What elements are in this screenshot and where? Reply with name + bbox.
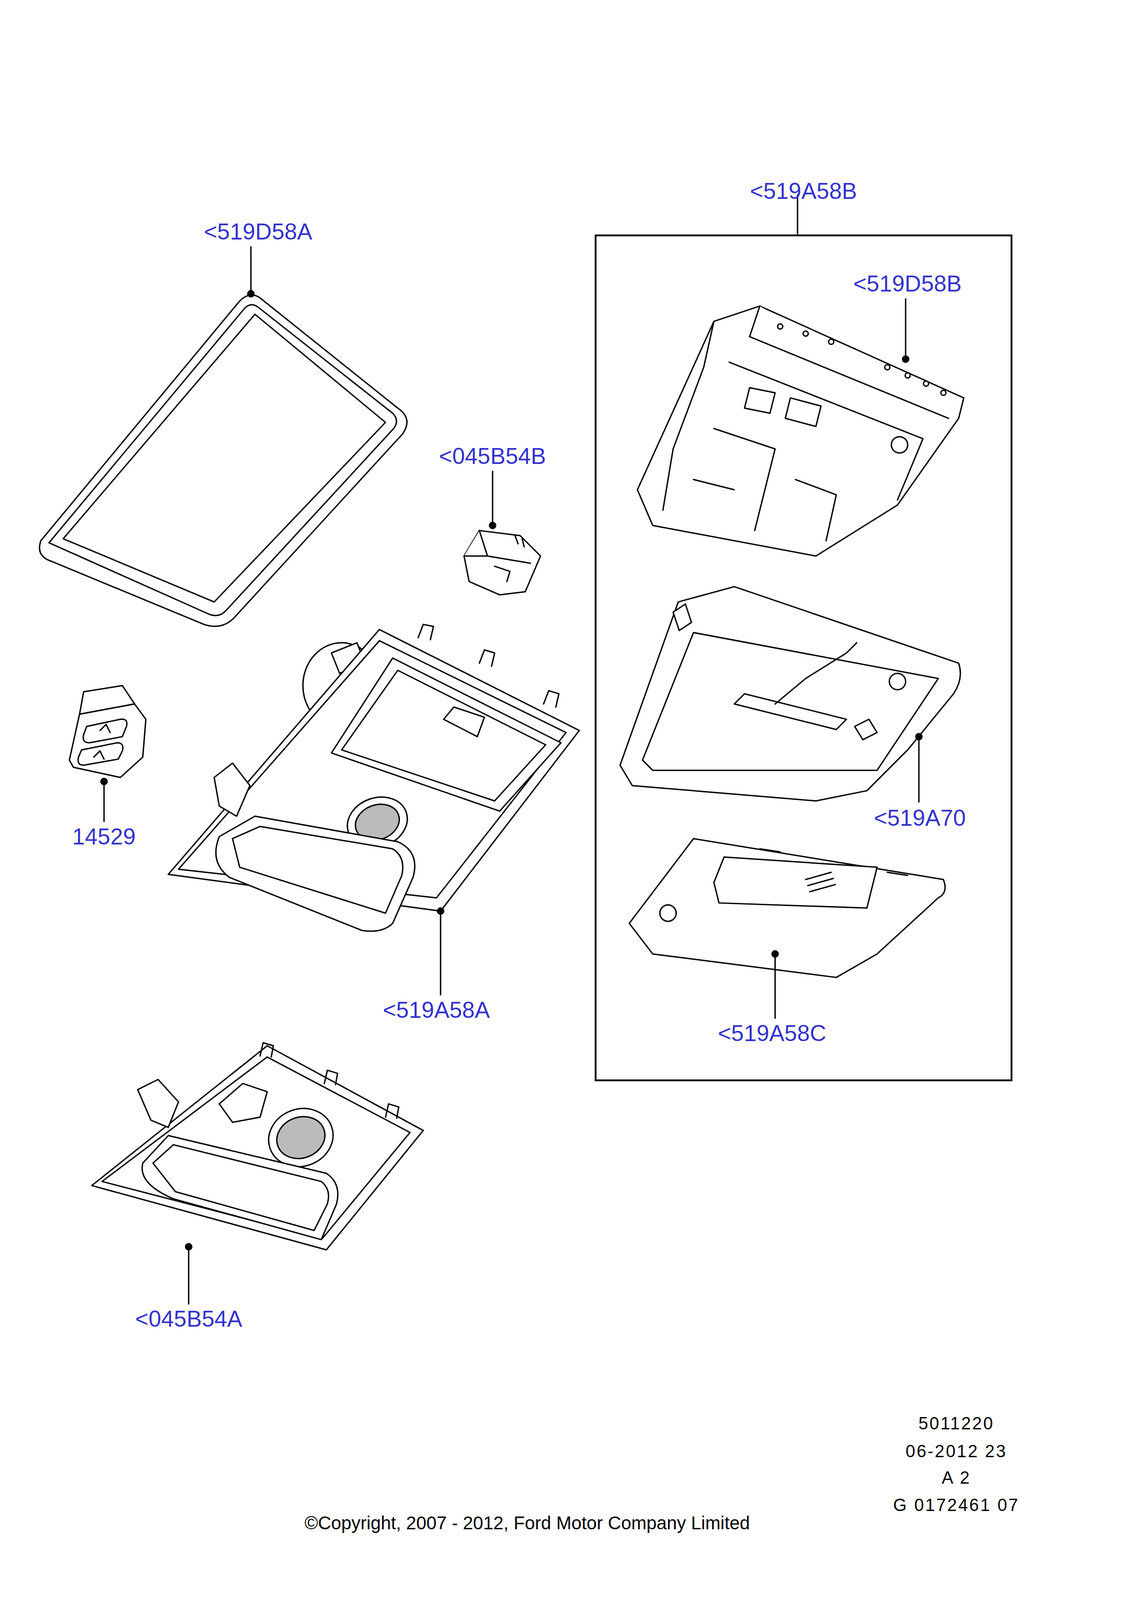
part-number: <519D58A <box>203 219 313 245</box>
drawing-reference: A 2 <box>941 1468 971 1488</box>
overhead-console <box>168 624 580 931</box>
part-number: <045B54A <box>135 1306 243 1332</box>
drawing-reference: 5011220 <box>918 1413 995 1433</box>
assembly-number: <519A58B <box>750 177 858 205</box>
overhead-console <box>91 1042 424 1250</box>
switch <box>69 685 146 778</box>
part-number: <519A58A <box>383 997 491 1023</box>
leader-lines <box>100 194 922 1304</box>
part-number: 14529 <box>72 824 136 850</box>
part-number: <519A58C <box>717 1020 827 1046</box>
group-box: <519A58B <box>594 234 1013 1081</box>
drawing-reference: 06-2012 23 <box>905 1441 1007 1461</box>
trim-clip <box>464 530 541 595</box>
console-cover <box>629 838 946 977</box>
part-number: <519D58B <box>853 271 962 297</box>
copyright-note: ©Copyright, 2007 - 2012, Ford Motor Comp… <box>304 1512 751 1533</box>
console-frame <box>637 306 965 556</box>
seal-frame <box>39 295 408 627</box>
console-housing <box>620 586 961 801</box>
drawing-reference: G 0172461 07 <box>893 1495 1020 1515</box>
part-number: <519A70 <box>873 805 966 831</box>
part-number: <045B54B <box>439 443 547 469</box>
